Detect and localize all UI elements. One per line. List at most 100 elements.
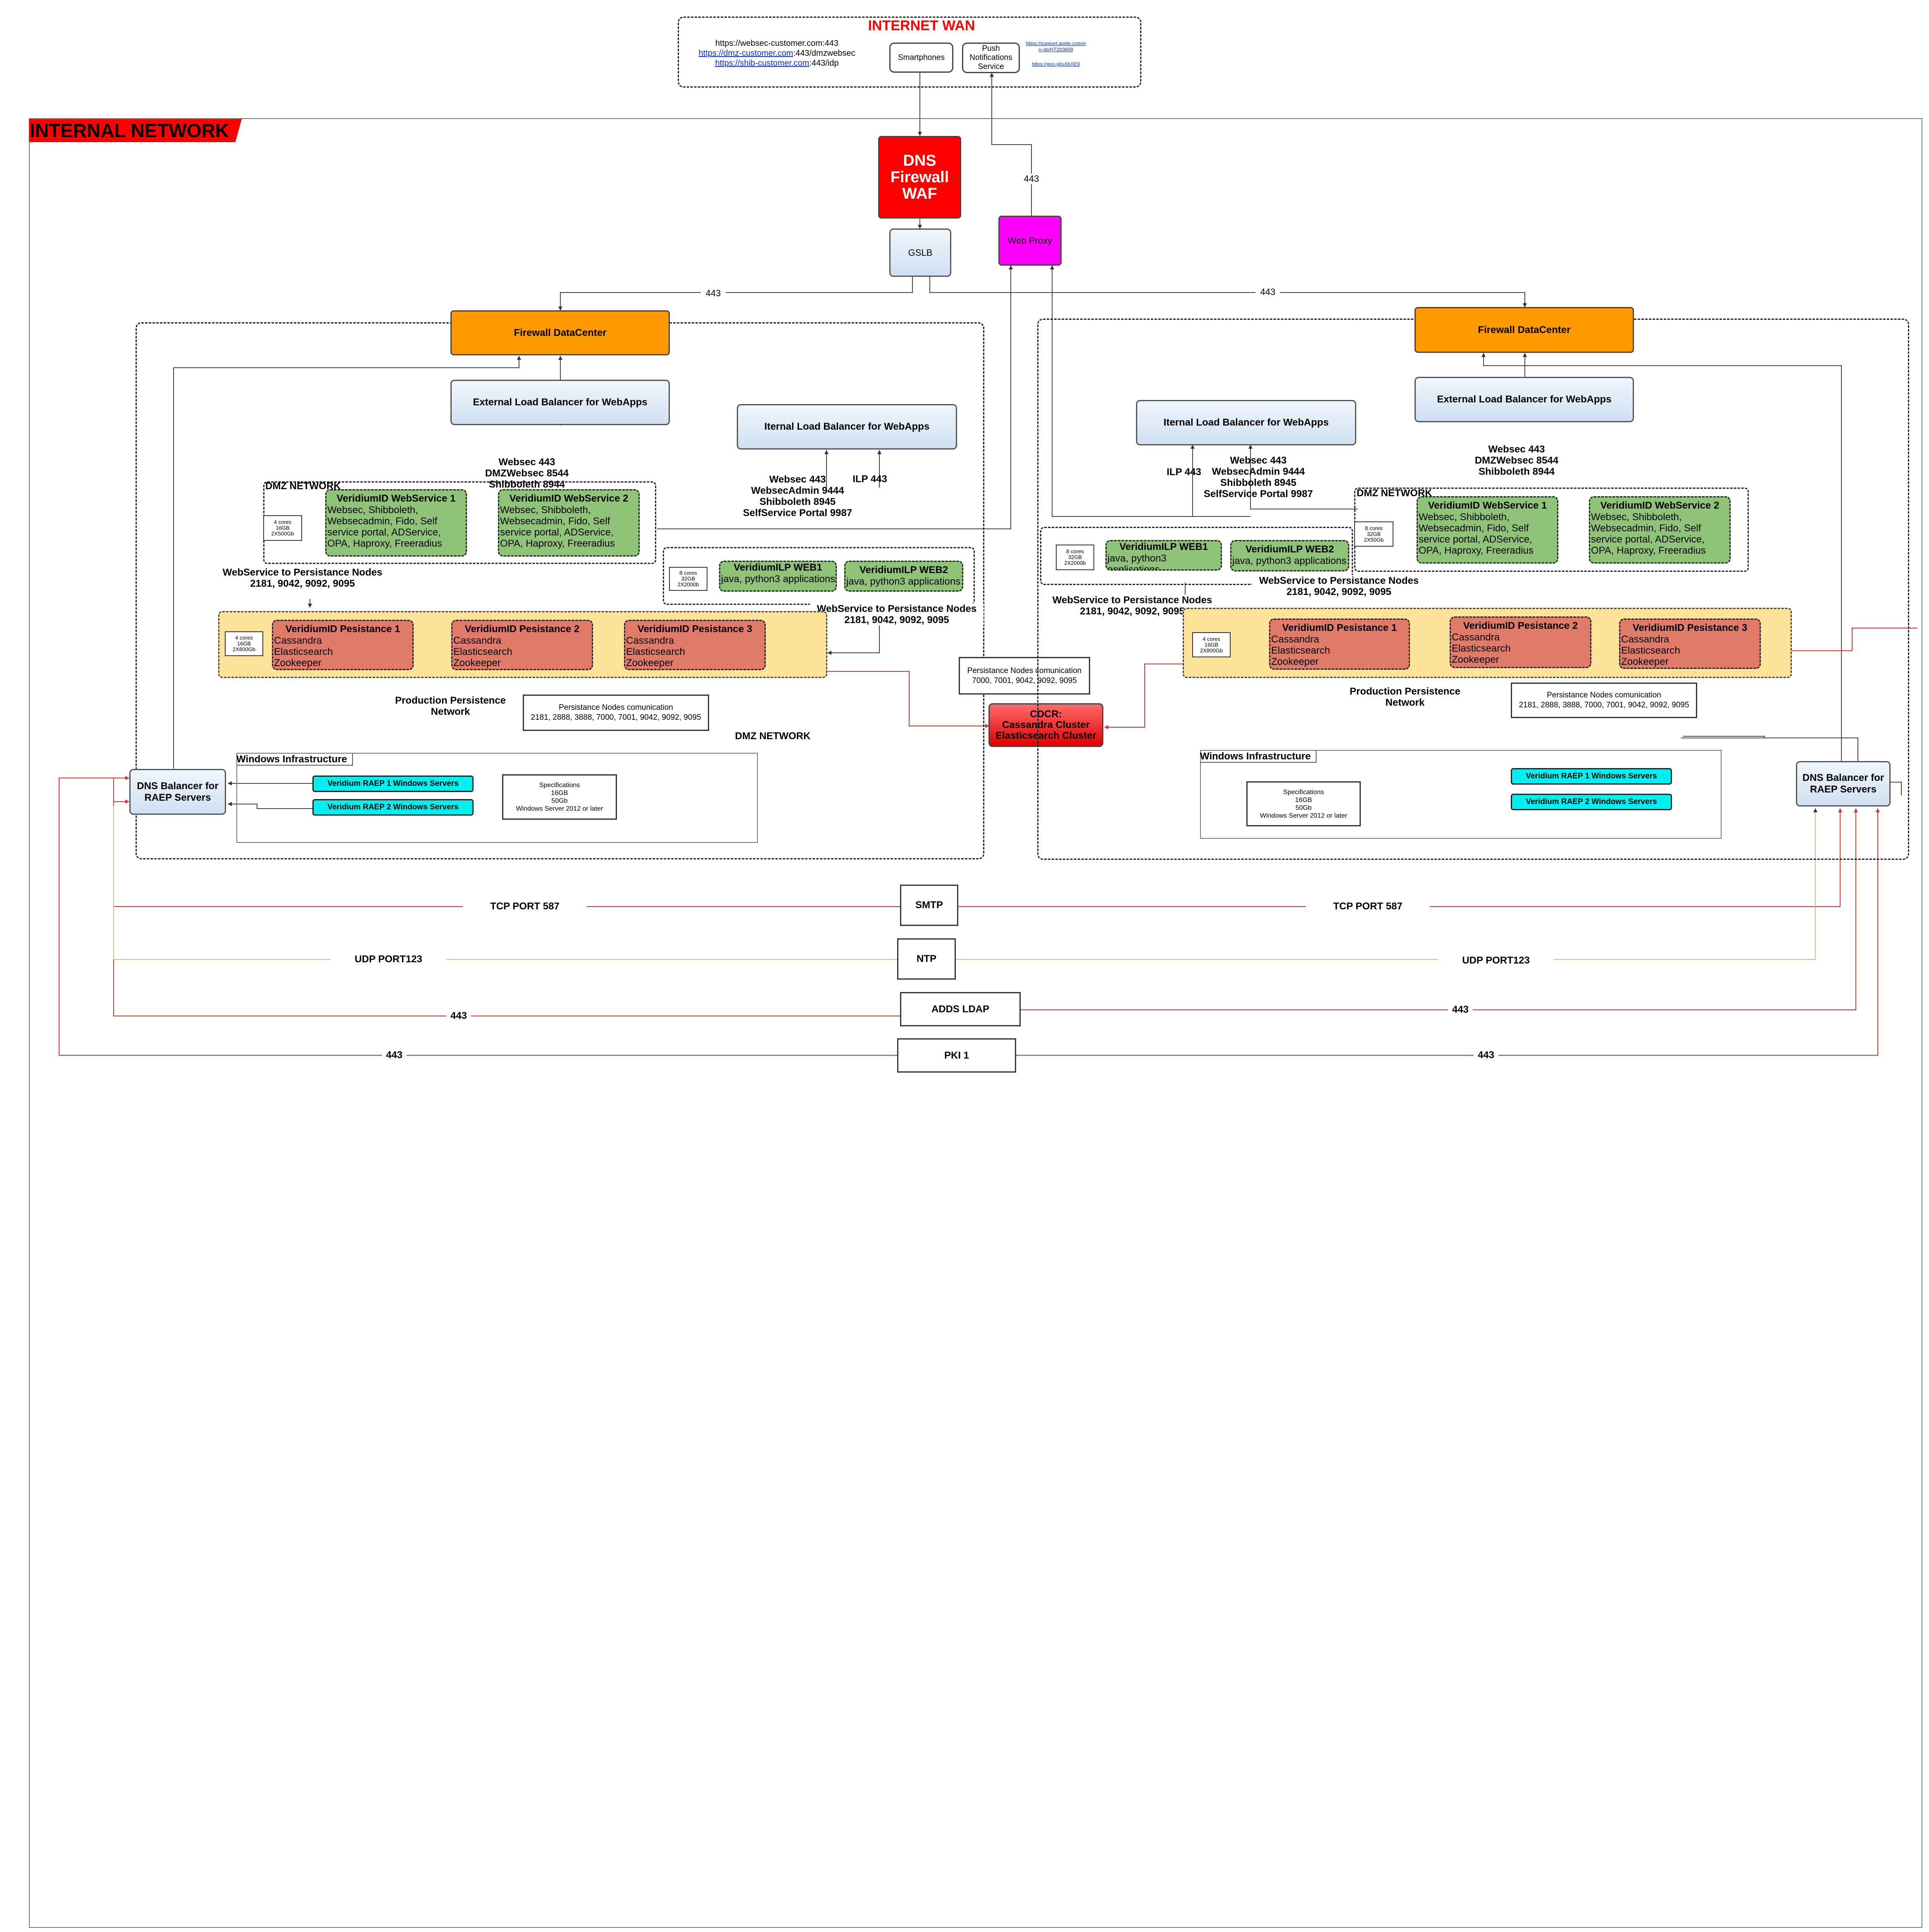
adds-ldap-service[interactable]: ADDS LDAP <box>900 992 1021 1026</box>
left-webservice-1[interactable]: VeridiumID WebService 1 Websec, Shibbole… <box>325 489 467 557</box>
left-internal-load-balancer[interactable]: Iternal Load Balancer for WebApps <box>737 404 957 450</box>
left-p2-desc-1: Cassandra <box>453 635 502 646</box>
left-ws-to-persist-2: WebService to Persistance Nodes 2181, 90… <box>810 603 984 626</box>
left-win-spec-2: 16GB <box>551 790 568 797</box>
right-ws-to-persist-2-b: 2181, 9042, 9092, 9095 <box>1080 606 1185 617</box>
left-persistence-1[interactable]: VeridiumID Pesistance 1 Cassandra Elasti… <box>272 620 414 670</box>
push-doc-link[interactable]: https://goo.gl/uXbXE9 <box>1031 61 1080 67</box>
right-int-port-2: WebsecAdmin 9444 <box>1212 466 1305 477</box>
smartphones-box[interactable]: Smartphones <box>889 43 953 73</box>
internet-url-2: https://dmz-customer.com:443/dmzwebsec <box>694 48 860 58</box>
left-win-spec-1: Specifications <box>539 782 580 789</box>
left-dns-balancer-raep[interactable]: DNS Balancer for RAEP Servers <box>129 769 226 815</box>
left-ws2-desc-1: Websec, Shibboleth, <box>500 504 591 516</box>
left-ilp1-title: VeridiumILP WEB1 <box>733 562 822 573</box>
right-prod-net-2: Network <box>1385 697 1425 708</box>
right-dc-port-label: 443 <box>1255 287 1280 297</box>
left-ext-port-3: Shibboleth 8944 <box>488 479 565 490</box>
cdcr-comm-1: Persistance Nodes comunication <box>967 666 1082 675</box>
right-persist-spec-3: 2X800Gb <box>1200 647 1223 654</box>
ldap-port-right: 443 <box>1448 1004 1473 1015</box>
left-p1-title: VeridiumID Pesistance 1 <box>285 623 400 635</box>
internet-url-3-rest: :443/idp <box>809 59 839 68</box>
left-external-load-balancer[interactable]: External Load Balancer for WebApps <box>450 380 670 425</box>
left-p3-desc-2: Elasticsearch <box>626 646 685 657</box>
right-webservice-1[interactable]: VeridiumID WebService 1 Websec, Shibbole… <box>1417 496 1558 564</box>
right-ws2-desc-4: OPA, Haproxy, Freeradius <box>1591 545 1706 556</box>
left-ilp-spec-1: 8 cores <box>679 570 697 576</box>
left-ilp2-title: VeridiumILP WEB2 <box>859 564 948 576</box>
left-ilp-spec-3: 2X2000b <box>677 581 699 588</box>
left-int-port-3: Shibboleth 8945 <box>759 496 836 507</box>
web-proxy-box[interactable]: Web Proxy <box>998 216 1062 266</box>
left-p1-desc-1: Cassandra <box>274 635 322 646</box>
left-raep-2[interactable]: Veridium RAEP 2 Windows Servers <box>312 799 474 816</box>
right-ilp-web2[interactable]: VeridiumILP WEB2 java, python3 applicati… <box>1230 540 1349 571</box>
right-windows-zone <box>1200 750 1722 839</box>
left-ws2-desc-2: Websecadmin, Fido, Self <box>500 516 610 527</box>
right-ilp-port: ILP 443 <box>1167 466 1201 478</box>
right-persist-comm-1: Persistance Nodes comunication <box>1547 691 1661 700</box>
push-notifications-box[interactable]: Push Notifications Service <box>962 43 1020 73</box>
internet-url-2-link[interactable]: https://dmz-customer.com <box>698 49 793 58</box>
ntp-service[interactable]: NTP <box>897 938 956 980</box>
right-p2-title: VeridiumID Pesistance 2 <box>1463 620 1578 631</box>
left-p2-desc-2: Elasticsearch <box>453 646 512 657</box>
left-int-port-1: Websec 443 <box>769 474 826 485</box>
right-raep-2[interactable]: Veridium RAEP 2 Windows Servers <box>1511 794 1672 810</box>
right-ws2-desc-1: Websec, Shibboleth, <box>1591 512 1682 523</box>
gslb-box[interactable]: GSLB <box>889 228 951 277</box>
internet-url-3-link[interactable]: https://shib-customer.com <box>715 59 810 68</box>
right-p2-desc-3: Zookeeper <box>1452 654 1499 665</box>
left-int-port-2: WebsecAdmin 9444 <box>751 485 844 496</box>
right-firewall-datacenter[interactable]: Firewall DataCenter <box>1415 307 1634 353</box>
right-p3-desc-1: Cassandra <box>1621 634 1669 645</box>
dns-firewall-waf[interactable]: DNS Firewall WAF <box>878 136 961 219</box>
right-ws2-desc-2: Websecadmin, Fido, Self <box>1591 523 1701 534</box>
right-dns-balancer-raep[interactable]: DNS Balancer for RAEP Servers <box>1796 761 1891 807</box>
left-webservice-2[interactable]: VeridiumID WebService 2 Websec, Shibbole… <box>498 489 640 557</box>
right-webservice-2[interactable]: VeridiumID WebService 2 Websec, Shibbole… <box>1589 496 1731 564</box>
right-internal-load-balancer[interactable]: Iternal Load Balancer for WebApps <box>1136 400 1356 445</box>
right-raep-1[interactable]: Veridium RAEP 1 Windows Servers <box>1511 768 1672 785</box>
left-ws-to-persist-2-a: WebService to Persistance Nodes <box>817 603 977 614</box>
apple-support-link[interactable]: https://support.apple.com/en-gb/HT203609 <box>1026 40 1086 52</box>
right-persistence-2[interactable]: VeridiumID Pesistance 2 Cassandra Elasti… <box>1450 616 1591 668</box>
left-windows-zone <box>236 753 758 843</box>
left-p3-title: VeridiumID Pesistance 3 <box>637 623 753 635</box>
left-firewall-datacenter[interactable]: Firewall DataCenter <box>450 310 670 355</box>
cdcr-cluster[interactable]: CDCR: Cassandra Cluster Elasticsearch Cl… <box>988 703 1103 747</box>
left-persist-spec-2: 16GB <box>237 640 251 647</box>
left-persistence-2[interactable]: VeridiumID Pesistance 2 Cassandra Elasti… <box>451 620 593 670</box>
left-persist-comm-2: 2181, 2888, 3888, 7000, 7001, 9042, 9092… <box>531 713 701 722</box>
right-persistence-comm: Persistance Nodes comunication 2181, 288… <box>1511 683 1697 718</box>
left-dmz-spec: 4 cores 16GB 2X500Gb <box>263 515 302 541</box>
smtp-service[interactable]: SMTP <box>900 885 958 926</box>
right-p1-title: VeridiumID Pesistance 1 <box>1282 622 1397 633</box>
proxy-port-label: 443 <box>1019 174 1044 184</box>
right-external-load-balancer[interactable]: External Load Balancer for WebApps <box>1415 377 1634 422</box>
left-ws1-title: VeridiumID WebService 1 <box>336 493 456 504</box>
right-dmz-spec-1: 8 cores <box>1365 525 1383 531</box>
left-windows-spec: Specifications 16GB 50Gb Windows Server … <box>502 774 617 820</box>
ldap-port-left: 443 <box>446 1010 471 1021</box>
left-raep-1[interactable]: Veridium RAEP 1 Windows Servers <box>312 776 474 792</box>
right-ext-port-2: DMZWebsec 8544 <box>1474 455 1559 466</box>
left-p1-desc-2: Elasticsearch <box>274 646 333 657</box>
right-p2-desc-1: Cassandra <box>1452 632 1500 643</box>
right-persistence-3[interactable]: VeridiumID Pesistance 3 Cassandra Elasti… <box>1619 619 1761 669</box>
right-ilp2-title: VeridiumILP WEB2 <box>1245 544 1334 555</box>
right-dmz-spec: 8 cores 32GB 2X50Gb <box>1354 521 1393 547</box>
right-ws2-desc-3: service portal, ADService, <box>1591 534 1705 545</box>
left-persistence-3[interactable]: VeridiumID Pesistance 3 Cassandra Elasti… <box>624 620 766 670</box>
right-persistence-1[interactable]: VeridiumID Pesistance 1 Cassandra Elasti… <box>1269 619 1410 670</box>
left-ilp-web2[interactable]: VeridiumILP WEB2 java, python3 applicati… <box>844 561 963 592</box>
left-ws1-desc-3: service portal, ADService, <box>327 527 441 538</box>
left-ilp-web1[interactable]: VeridiumILP WEB1 java, python3 applicati… <box>719 561 837 592</box>
pki-service[interactable]: PKI 1 <box>897 1038 1016 1073</box>
left-ws1-desc-1: Websec, Shibboleth, <box>327 504 418 516</box>
left-dmz-network-label: DMZ NETWORK <box>735 730 811 742</box>
left-ws-to-persist-1-a: WebService to Persistance Nodes <box>222 567 383 578</box>
right-ilp-web1[interactable]: VeridiumILP WEB1 java, python3 applicati… <box>1105 540 1222 571</box>
